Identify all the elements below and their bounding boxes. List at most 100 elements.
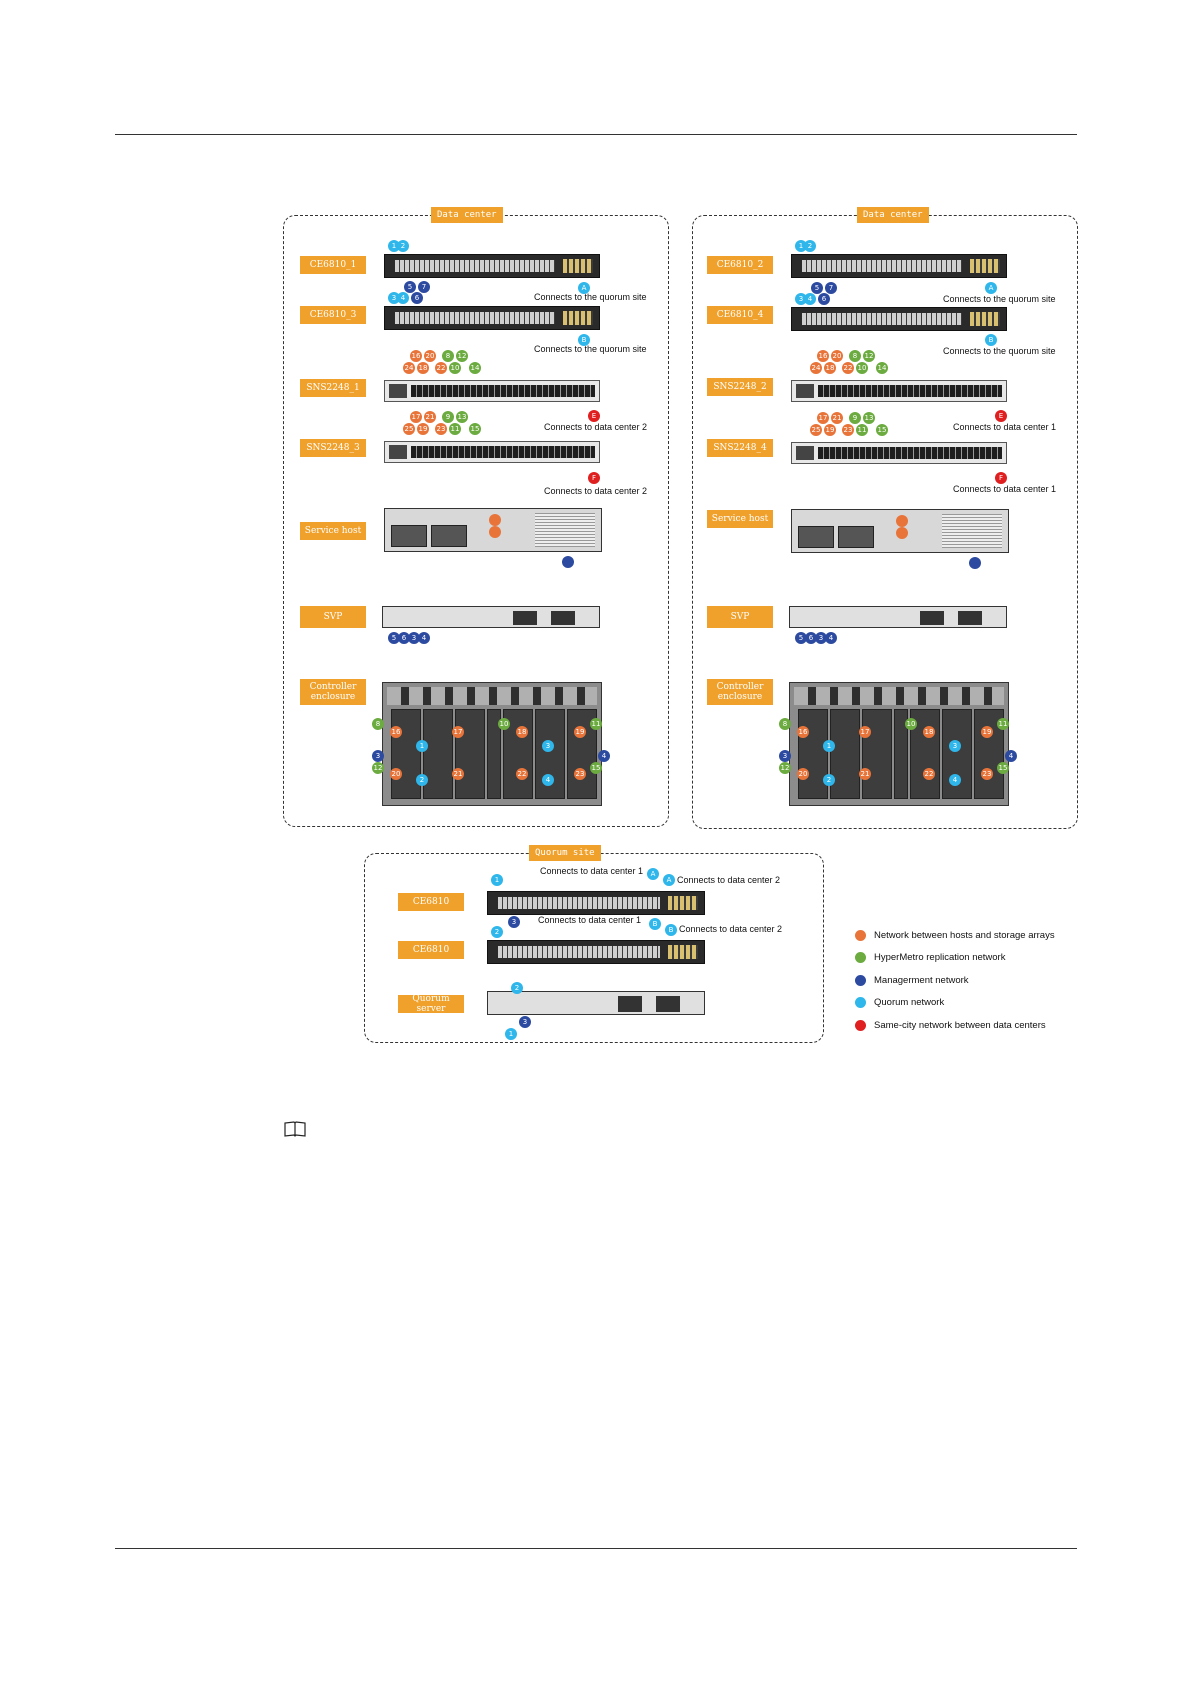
label-connects-quorum-2: Connects to the quorum site — [534, 344, 647, 354]
dc2-marker-15: 15 — [876, 424, 888, 436]
tag-service-host-2: Service host — [707, 510, 773, 528]
marker-19: 19 — [417, 423, 429, 435]
dc2-marker-12: 12 — [863, 350, 875, 362]
marker-encl-8: 8 — [372, 718, 384, 730]
tag-ce6810-4: CE6810_4 — [707, 306, 773, 324]
dc2-encl-2: 2 — [823, 774, 835, 786]
marker-10: 10 — [449, 362, 461, 374]
legend-swatch-green — [855, 952, 866, 964]
label-connects-quorum-1: Connects to the quorum site — [534, 292, 647, 302]
dc2-marker-11: 11 — [856, 424, 868, 436]
marker-svp-4: 4 — [418, 632, 430, 644]
dc2-marker-16: 16 — [817, 350, 829, 362]
tag-svp-2: SVP — [707, 606, 773, 628]
legend-swatch-red — [855, 1019, 866, 1031]
legend-item-host-storage: Network between hosts and storage arrays — [855, 924, 1055, 947]
marker-13: 13 — [456, 411, 468, 423]
controller-enclosure-2 — [789, 682, 1009, 806]
quorum-label-conn2-right: Connects to data center 2 — [679, 924, 783, 934]
dc2-marker-svp-5: 5 — [795, 632, 807, 644]
tag-sns2248-2: SNS2248_2 — [707, 378, 773, 396]
dc2-marker-23: 23 — [842, 424, 854, 436]
legend-swatch-cyan — [855, 997, 866, 1009]
dc2-marker-24: 24 — [810, 362, 822, 374]
dc2-encl-4b: 4 — [1005, 750, 1017, 762]
marker-encl-12: 12 — [372, 762, 384, 774]
note-book-icon — [284, 1121, 306, 1137]
dc2-label-connects-quorum-1: Connects to the quorum site — [943, 294, 1056, 304]
quorum-marker-B2: B — [665, 924, 677, 936]
quorum-marker-2: 2 — [491, 926, 503, 938]
marker-24: 24 — [403, 362, 415, 374]
dc2-marker-9: 9 — [849, 412, 861, 424]
legend-item-quorum: Quorum network — [855, 992, 1055, 1015]
dc2-marker-8: 8 — [849, 350, 861, 362]
switch-ce6810-1 — [384, 254, 600, 278]
switch-sns2248-1 — [384, 380, 600, 402]
dc2-marker-6: 6 — [818, 293, 830, 305]
dc2-marker-svp-4: 4 — [825, 632, 837, 644]
marker-encl-4b: 4 — [598, 750, 610, 762]
legend-swatch-orange — [855, 929, 866, 941]
dc2-marker-svp-6: 6 — [805, 632, 817, 644]
tag-controller-enclosure-2: Controller enclosure — [707, 679, 773, 705]
quorum-switch-b — [487, 940, 705, 964]
quorum-server-marker-1: 1 — [505, 1028, 517, 1040]
label-connects-dc2-1: Connects to data center 2 — [544, 422, 648, 432]
tag-ce6810-2: CE6810_2 — [707, 256, 773, 274]
switch-ce6810-4 — [791, 307, 1007, 331]
dc2-label-connects-dc1-2: Connects to data center 1 — [953, 484, 1057, 494]
dc2-marker-20: 20 — [831, 350, 843, 362]
tag-sns2248-4: SNS2248_4 — [707, 439, 773, 457]
dc2-encl-18: 18 — [923, 726, 935, 738]
marker-11: 11 — [449, 423, 461, 435]
quorum-marker-A2: A — [663, 874, 675, 886]
quorum-marker-B1: B — [649, 918, 661, 930]
marker-host-2 — [489, 526, 501, 538]
dc2-encl-10: 10 — [905, 718, 917, 730]
dc2-encl-17: 17 — [859, 726, 871, 738]
legend-swatch-navy — [855, 974, 866, 986]
dc2-marker-B: B — [985, 334, 997, 346]
quorum-label-conn1-left: Connects to data center 1 — [540, 866, 644, 876]
tag-ce6810-1: CE6810_1 — [300, 256, 366, 274]
quorum-switch-a — [487, 891, 705, 915]
service-host — [384, 508, 602, 552]
dc2-encl-12: 12 — [779, 762, 791, 774]
marker-6: 6 — [411, 292, 423, 304]
quorum-marker-A1: A — [647, 868, 659, 880]
marker-encl-10: 10 — [498, 718, 510, 730]
dc2-label-connects-dc1-1: Connects to data center 1 — [953, 422, 1057, 432]
dc2-marker-7: 7 — [825, 282, 837, 294]
dc2-encl-19: 19 — [981, 726, 993, 738]
marker-5: 5 — [404, 281, 416, 293]
controller-enclosure — [382, 682, 602, 806]
dc2-encl-4: 4 — [949, 774, 961, 786]
dc2-marker-E: E — [995, 410, 1007, 422]
quorum-server-marker-3: 3 — [519, 1016, 531, 1028]
dc2-encl-23: 23 — [981, 768, 993, 780]
tag-quorum-ce6810-b: CE6810 — [398, 941, 464, 959]
dc2-encl-21: 21 — [859, 768, 871, 780]
marker-encl-17: 17 — [452, 726, 464, 738]
quorum-site-title: Quorum site — [529, 845, 601, 861]
dc2-marker-F: F — [995, 472, 1007, 484]
footer-rule — [115, 1548, 1077, 1549]
marker-encl-21: 21 — [452, 768, 464, 780]
dc2-marker-17: 17 — [817, 412, 829, 424]
marker-20: 20 — [424, 350, 436, 362]
legend-item-hypermetro: HyperMetro replication network — [855, 947, 1055, 970]
marker-svp-5: 5 — [388, 632, 400, 644]
dc2-encl-3: 3 — [779, 750, 791, 762]
tag-quorum-server: Quorum server — [398, 994, 464, 1014]
legend-item-management: Managerment network — [855, 969, 1055, 992]
dc2-marker-5: 5 — [811, 282, 823, 294]
dc2-marker-4: 4 — [804, 293, 816, 305]
dc2-encl-1: 1 — [823, 740, 835, 752]
marker-21: 21 — [424, 411, 436, 423]
quorum-label-conn1-right: Connects to data center 2 — [677, 875, 781, 885]
marker-9: 9 — [442, 411, 454, 423]
marker-svp-3: 3 — [408, 632, 420, 644]
marker-encl-1: 1 — [416, 740, 428, 752]
marker-svp-6: 6 — [398, 632, 410, 644]
